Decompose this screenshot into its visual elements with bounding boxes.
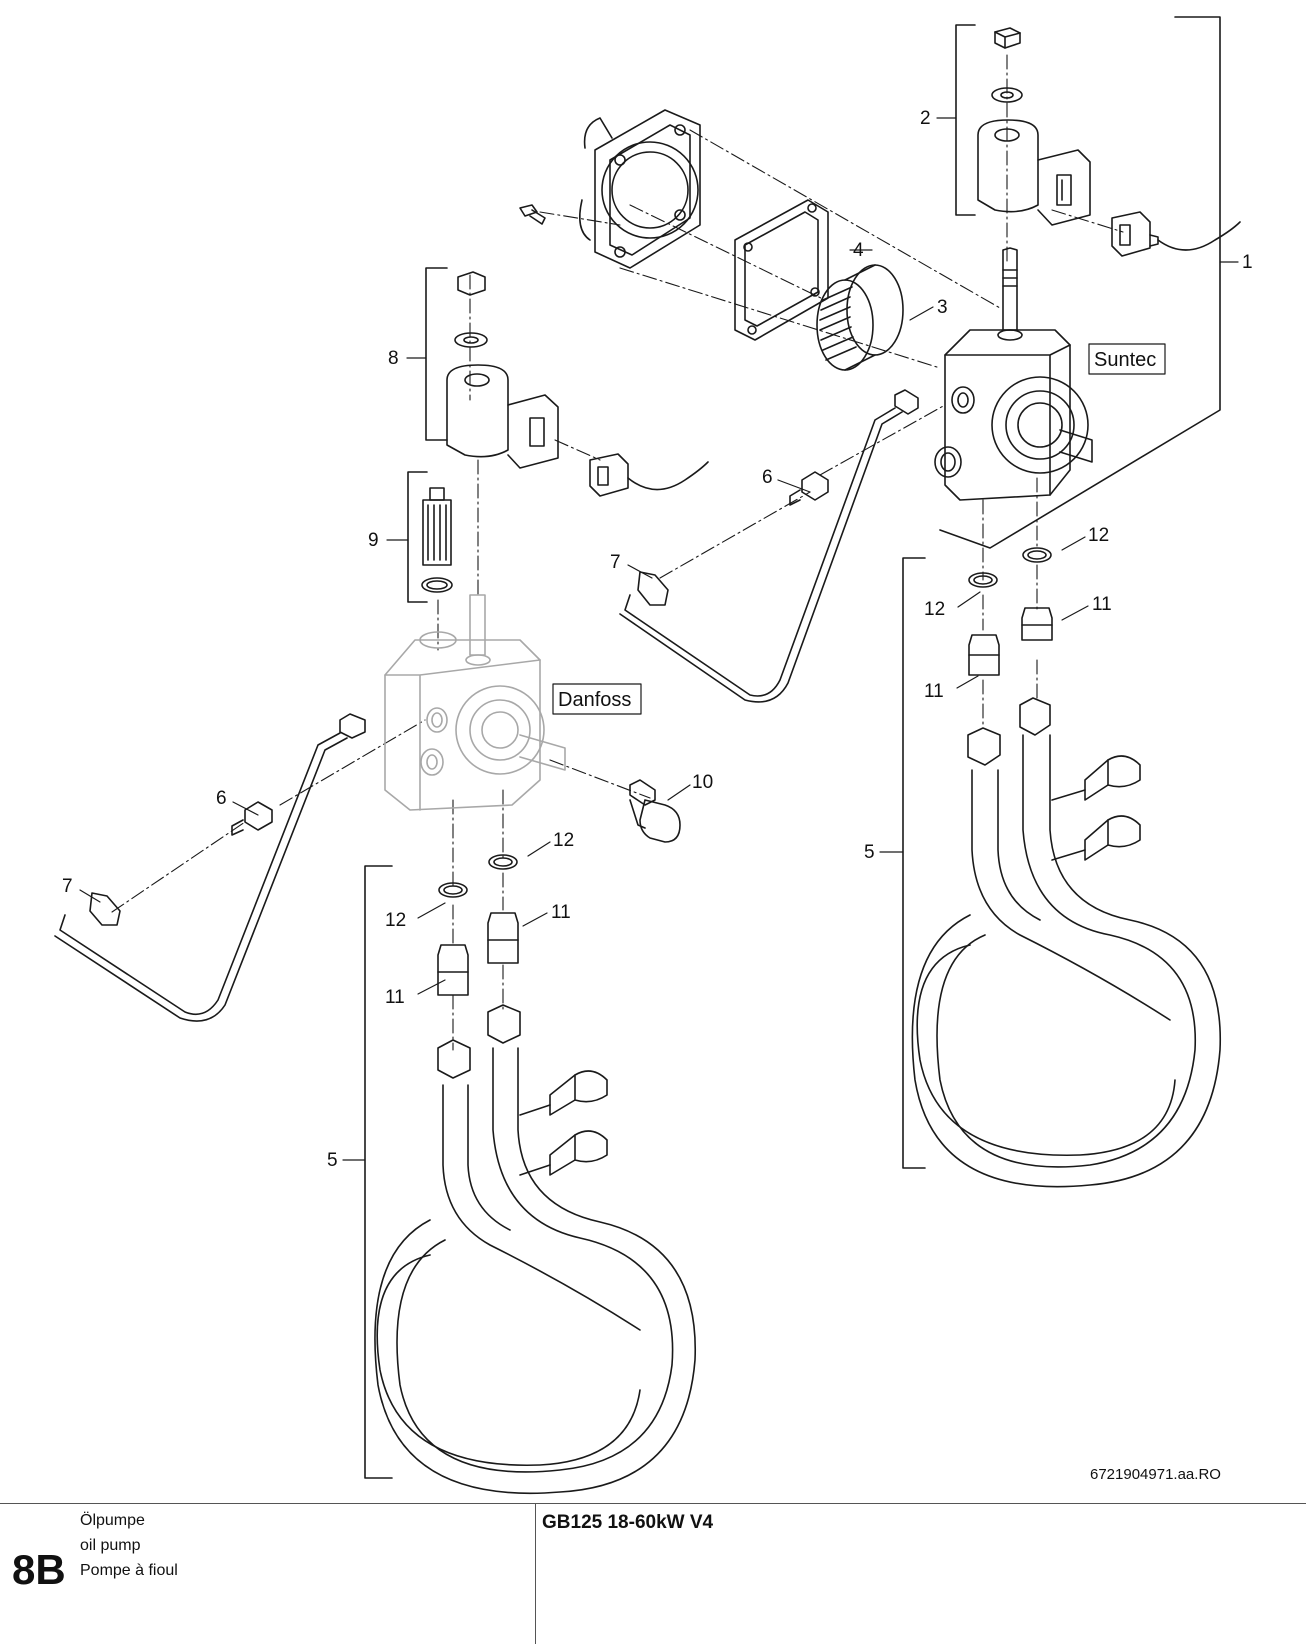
o-rings-left [438, 854, 518, 898]
suntec-pump [934, 247, 1093, 501]
callout-3: 3 [937, 297, 948, 318]
drawing-number: 6721904971.aa.RO [1090, 1466, 1221, 1483]
callout-11-a: 11 [1092, 594, 1112, 615]
callout-6-right: 6 [762, 467, 773, 488]
callout-7-right: 7 [610, 552, 621, 573]
callout-numbers: 1 2 3 4 5 5 6 6 7 7 8 9 10 12 12 11 11 1… [62, 108, 1253, 1171]
nipples-right [968, 607, 1053, 676]
solenoid-coil-left [446, 271, 559, 469]
name-german: Ölpumpe [80, 1512, 145, 1529]
danfoss-label: Danfoss [558, 689, 631, 711]
leader-lines [79, 117, 1239, 1161]
callout-1: 1 [1242, 252, 1253, 273]
bracket-2 [955, 24, 976, 216]
plug-connector-left [589, 453, 709, 497]
callout-11-b: 11 [924, 681, 944, 702]
callout-5-left: 5 [327, 1150, 338, 1171]
callout-12-c: 12 [553, 830, 574, 851]
bracket-1 [939, 16, 1221, 549]
pressure-pipe-danfoss [54, 713, 366, 1022]
callout-6-left: 6 [216, 788, 227, 809]
nut-7-right [637, 571, 669, 606]
callout-7-left: 7 [62, 876, 73, 897]
bracket-5-left [364, 865, 393, 1479]
plug-10 [629, 779, 681, 843]
name-french: Pompe à fioul [80, 1562, 178, 1579]
part-group-names: Ölpumpe oil pump Pompe à fioul [80, 1508, 178, 1583]
assembly-axes [111, 54, 1124, 1051]
callout-11-d: 11 [385, 987, 405, 1008]
fitting-6-left [231, 801, 273, 836]
oil-hoses-left [374, 1004, 696, 1495]
model-designation: GB125 18-60kW V4 [542, 1512, 714, 1533]
title-block-divider [535, 1504, 536, 1644]
suntec-label: Suntec [1094, 349, 1156, 371]
fitting-6-right [789, 471, 829, 506]
pressure-pipe-suntec [619, 389, 919, 703]
callout-2: 2 [920, 108, 931, 129]
coupling [816, 264, 904, 371]
callout-12-d: 12 [385, 910, 406, 931]
bracket-5-right [902, 557, 926, 1169]
callout-10: 10 [692, 772, 713, 793]
callout-9: 9 [368, 530, 379, 551]
callout-12-a: 12 [1088, 525, 1109, 546]
section-number: 8B [12, 1546, 66, 1593]
bracket-8 [425, 267, 448, 441]
callout-11-c: 11 [551, 902, 571, 923]
o-rings-right [968, 547, 1052, 588]
callout-12-b: 12 [924, 599, 945, 620]
callout-8: 8 [388, 348, 399, 369]
oil-hoses-right [911, 697, 1222, 1188]
plug-connector-top [1111, 211, 1241, 257]
name-english: oil pump [80, 1537, 141, 1554]
danfoss-label-box [552, 683, 642, 715]
suntec-label-box [1088, 343, 1166, 375]
mounting-flange [579, 109, 701, 269]
solenoid-coil-top [977, 27, 1091, 226]
bracket-9 [407, 471, 428, 603]
callout-4: 4 [853, 240, 864, 261]
title-block: 8B Ölpumpe oil pump Pompe à fioul GB125 … [0, 1503, 1306, 1644]
nipples-left [437, 912, 519, 996]
screw [519, 204, 546, 225]
nut-7-left [89, 892, 121, 926]
filter [421, 487, 453, 593]
exploded-parts-drawing: Suntec Danfoss 1 2 3 4 5 5 6 6 7 7 8 9 1… [54, 16, 1253, 1495]
danfoss-pump [384, 594, 566, 811]
callout-5-right: 5 [864, 842, 875, 863]
